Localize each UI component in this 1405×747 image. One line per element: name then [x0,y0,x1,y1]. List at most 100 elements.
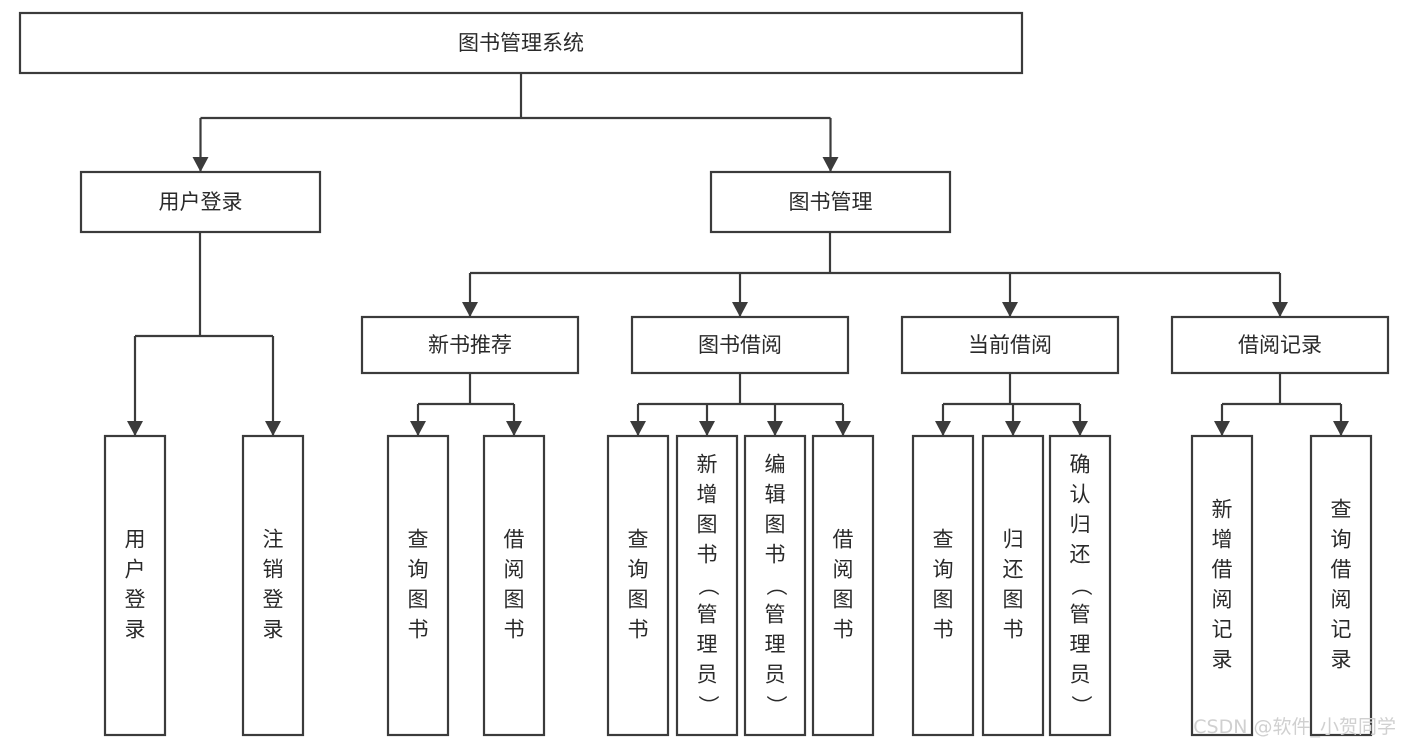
node-box-leaf-logout[interactable] [241,434,305,737]
svg-text:书: 书 [765,543,786,567]
node-current-borrow[interactable]: 当前借阅 [900,315,1120,375]
svg-text:录: 录 [125,618,146,642]
node-book-manage[interactable]: 图书管理 [709,170,952,234]
svg-text:（: （ [696,575,720,596]
node-box-leaf-confirm-return[interactable] [1048,434,1112,737]
node-borrow-record[interactable]: 借阅记录 [1170,315,1390,375]
svg-text:录: 录 [1212,648,1233,672]
svg-text:辑: 辑 [765,483,786,507]
svg-text:查: 查 [408,528,429,552]
svg-text:增: 增 [1212,528,1233,552]
node-box-leaf-add-book[interactable] [675,434,739,737]
svg-text:询: 询 [933,558,954,582]
svg-text:书: 书 [628,618,649,642]
node-leaf-user-login[interactable]: 用户登录 [103,434,167,737]
svg-text:）: ） [696,695,720,716]
node-box-leaf-edit-book[interactable] [743,434,807,737]
node-box-leaf-query-book-2[interactable] [606,434,670,737]
svg-text:录: 录 [1331,648,1352,672]
node-label-user-login: 用户登录 [159,190,243,214]
node-box-book-borrow[interactable] [630,315,850,375]
node-label-leaf-user-login: 用户登录 [125,528,146,642]
svg-text:图: 图 [697,513,718,537]
svg-text:阅: 阅 [833,558,854,582]
node-box-leaf-user-login[interactable] [103,434,167,737]
svg-text:注: 注 [263,528,284,552]
node-box-leaf-return-book[interactable] [981,434,1045,737]
node-box-leaf-query-book-3[interactable] [911,434,975,737]
connector-book-borrow-to-leaves [630,373,851,436]
svg-text:编: 编 [765,453,786,477]
csdn-watermark: CSDN @软件_小贺同学 [1193,716,1396,738]
node-box-borrow-record[interactable] [1170,315,1390,375]
node-box-root[interactable] [18,11,1024,75]
svg-text:新: 新 [697,453,718,477]
svg-text:图: 图 [504,588,525,612]
svg-text:询: 询 [1331,528,1352,552]
svg-text:（: （ [764,575,788,596]
node-box-user-login[interactable] [79,170,322,234]
node-box-book-manage[interactable] [709,170,952,234]
svg-text:阅: 阅 [1331,588,1352,612]
svg-text:还: 还 [1070,543,1091,567]
node-new-book-rec[interactable]: 新书推荐 [360,315,580,375]
svg-text:图: 图 [628,588,649,612]
svg-text:管: 管 [697,603,718,627]
node-book-borrow[interactable]: 图书借阅 [630,315,850,375]
svg-text:理: 理 [765,633,786,657]
svg-text:新: 新 [1212,498,1233,522]
node-box-leaf-query-record[interactable] [1309,434,1373,737]
connector-book-manage-to-level3 [462,232,1288,317]
connector-user-login-to-leaves [127,232,281,436]
node-label-root: 图书管理系统 [458,31,584,55]
node-label-new-book-rec: 新书推荐 [428,333,512,357]
connector-current-borrow-to-leaves [935,373,1088,436]
connector-layer [127,73,1349,436]
svg-text:录: 录 [263,618,284,642]
svg-text:书: 书 [833,618,854,642]
node-box-leaf-add-record[interactable] [1190,434,1254,737]
svg-text:还: 还 [1003,558,1024,582]
node-box-new-book-rec[interactable] [360,315,580,375]
svg-text:借: 借 [504,528,525,552]
svg-text:查: 查 [933,528,954,552]
node-box-leaf-borrow-book-1[interactable] [482,434,546,737]
svg-text:书: 书 [504,618,525,642]
svg-text:借: 借 [1212,558,1233,582]
node-user-login[interactable]: 用户登录 [79,170,322,234]
svg-text:借: 借 [833,528,854,552]
node-root[interactable]: 图书管理系统 [18,11,1024,75]
svg-text:查: 查 [1331,498,1352,522]
svg-text:员: 员 [765,663,786,687]
svg-text:询: 询 [628,558,649,582]
node-box-leaf-query-book-1[interactable] [386,434,450,737]
node-box-current-borrow[interactable] [900,315,1120,375]
svg-text:）: ） [1069,695,1093,716]
node-box-leaf-borrow-book-2[interactable] [811,434,875,737]
svg-text:员: 员 [697,663,718,687]
svg-text:查: 查 [628,528,649,552]
connector-new-book-rec-to-leaves [410,373,522,436]
connector-borrow-record-to-leaves [1214,373,1349,436]
